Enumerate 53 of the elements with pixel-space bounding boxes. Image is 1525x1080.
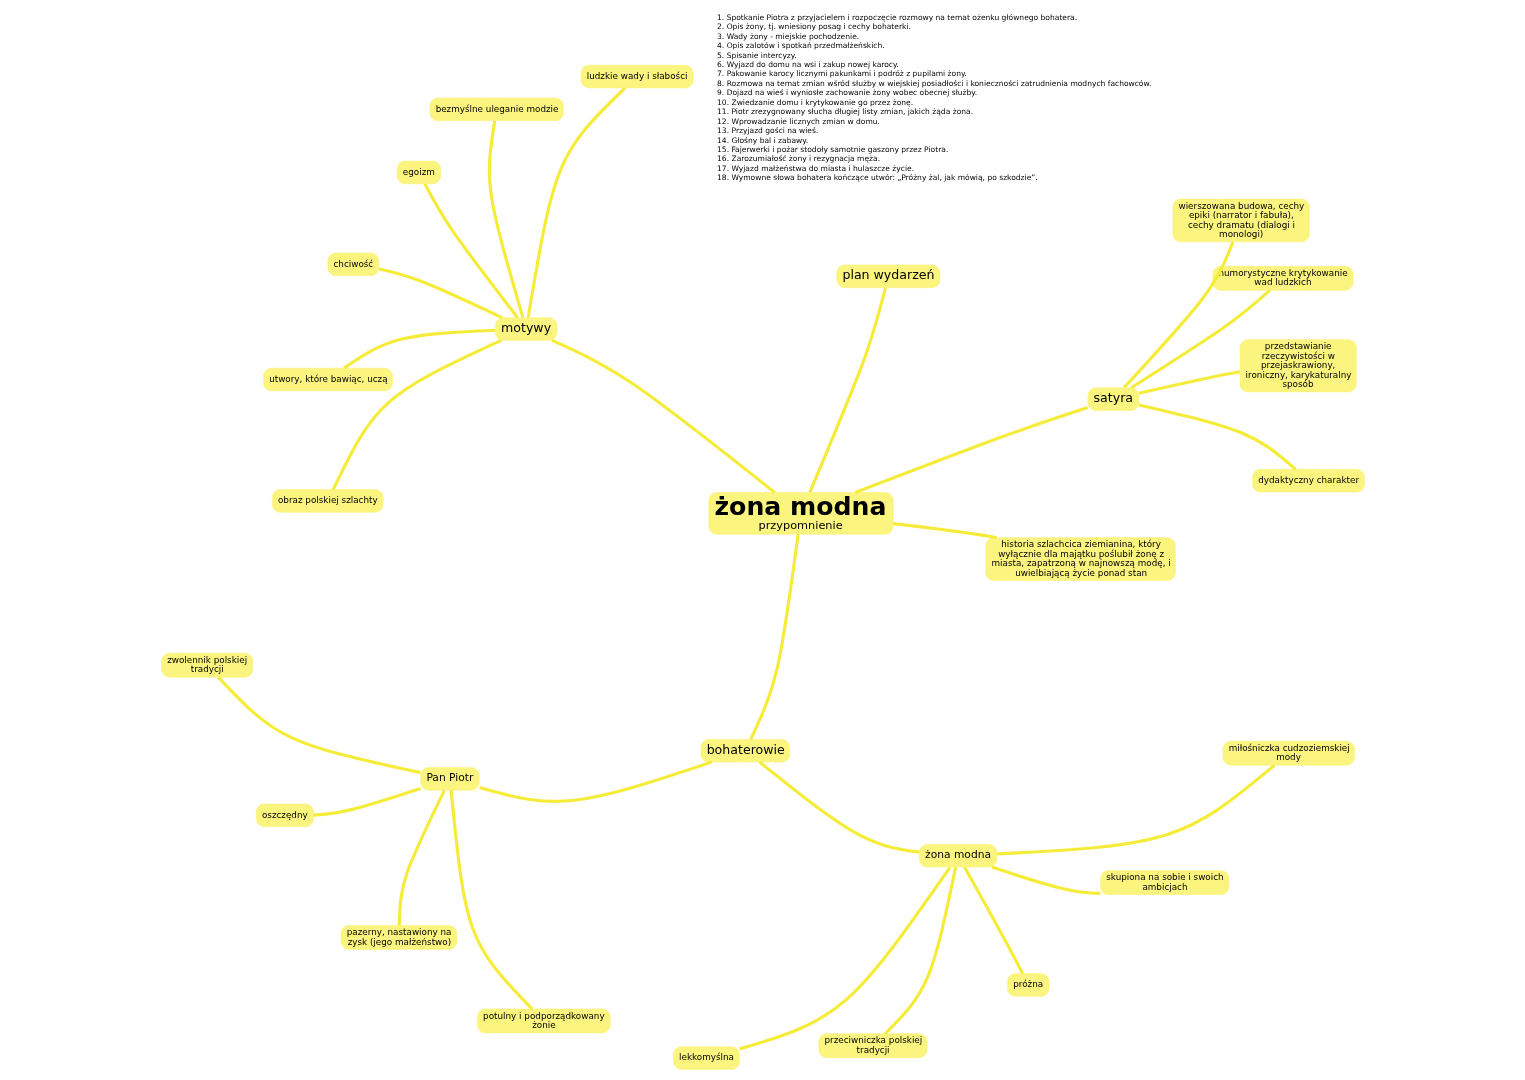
node-box: miłośniczka cudzoziemskiej mody [1222,741,1355,766]
node-box: motywy [494,317,557,341]
node-box: chciwość [327,252,379,276]
connector [313,787,421,817]
connector [758,760,919,854]
connector [397,789,446,926]
node-box: Pan Piotr [419,767,480,791]
connector [216,676,421,775]
connector [738,866,951,1051]
connector [990,865,1100,895]
connector [892,522,997,540]
node-box: przeciwniczka polskiej tradycji [818,1033,927,1058]
connector [478,760,712,803]
node-box: próżna [1006,973,1049,997]
node-box: historia szlachcica ziemianina, który wyłącznie dla majątku poślubił żonę z miasta, zapatrzoną w najnowszą modę, i uwielbiającą życie ponad stan [985,537,1176,581]
node-box: pazerny, nastawiony na zysk (jego małżeństwo) [340,925,457,950]
node-box: obraz polskiej szlachty [271,489,383,513]
node-box: satyra [1087,387,1139,411]
node-box: bezmyślne uleganie modzie [429,97,564,121]
node-box: żona modna [918,844,997,868]
connector [423,183,519,319]
connector [854,405,1088,494]
connector [748,534,800,741]
node-box: plan wydarzeń [835,264,940,288]
connector [1138,403,1297,471]
node-box: utwory, które bawiąc, uczą [262,367,393,392]
connector [1122,241,1234,389]
node-box: egoizm [396,160,441,185]
connector [1138,370,1240,395]
node-box: zwolennik polskiej tradycji [160,652,253,678]
node-box: bohaterowie [700,739,790,763]
connector [1129,289,1271,390]
connector [487,120,524,319]
node-box: dydaktyczny charakter [1251,469,1365,493]
connector [331,338,502,491]
node-box: przedstawianie rzeczywistości w przejaskrawiony, ironiczny, karykaturalny sposób [1239,339,1357,393]
connector [342,328,495,370]
node-box: oszczędny [255,803,314,827]
connector [807,287,887,494]
node-box: skupiona na sobie i swoich ambicjach [1099,870,1229,895]
node-box: potulny i podporządkowany żonie [476,1008,611,1034]
connector [378,267,503,319]
connector [526,86,626,318]
connector [996,764,1275,856]
node-box: ludzkie wady i słabości [580,64,693,89]
connector [962,866,1024,975]
node-box: żona modna przypomnienie [708,492,893,535]
connector [449,790,533,1010]
connector [883,866,957,1035]
node-box: lekkomyślna [672,1046,740,1070]
node-box: wierszowana budowa, cechy epiki (narrator i fabuła), cechy dramatu (dialogi i monologi) [1172,198,1310,243]
connector [551,338,776,494]
node-box: humorystyczne krytykowanie wad ludzkich [1211,266,1353,291]
